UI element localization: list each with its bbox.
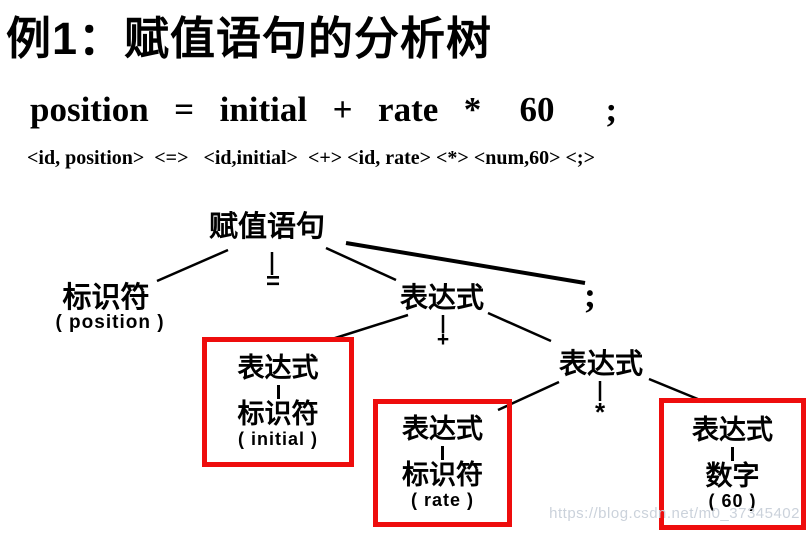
highlight-box-rate: 表达式 标识符 ( rate ) xyxy=(373,399,512,527)
node-equals-operator: = xyxy=(265,268,281,295)
box-rate-expression-label: 表达式 xyxy=(402,414,483,445)
box-initial-identifier-label: 标识符 xyxy=(237,398,319,429)
edge-root-to-semicolon xyxy=(345,241,586,285)
box-number-connector xyxy=(731,446,734,461)
node-expression-mid: 表达式 xyxy=(399,282,485,313)
watermark-url: https://blog.csdn.net/m0_37345402 xyxy=(549,505,800,522)
box-initial-expression-label: 表达式 xyxy=(237,353,319,384)
box-rate-value: ( rate ) xyxy=(410,489,474,510)
node-star-operator: * xyxy=(594,397,606,427)
edge-expr-to-right-expr xyxy=(487,311,552,343)
box-number-value: ( 60 ) xyxy=(708,490,757,511)
node-plus-operator: + xyxy=(436,328,450,351)
node-identifier-label: 标识符 xyxy=(62,282,150,314)
box-rate-identifier-label: 标识符 xyxy=(402,459,483,490)
node-expression-right: 表达式 xyxy=(558,348,644,379)
box-rate-connector xyxy=(441,445,444,460)
highlight-box-number: 表达式 数字 ( 60 ) xyxy=(659,398,806,530)
node-assignment-statement: 赋值语句 xyxy=(208,211,326,243)
edge-root-to-expression xyxy=(325,246,397,282)
edge-root-to-identifier xyxy=(156,248,229,283)
box-number-expression-label: 表达式 xyxy=(692,415,773,446)
slide-title: 例1：赋值语句的分析树 xyxy=(6,13,493,64)
highlight-box-initial: 表达式 标识符 ( initial ) xyxy=(202,337,354,467)
box-initial-value: ( initial ) xyxy=(238,428,318,449)
node-identifier-value: ( position ) xyxy=(55,312,165,333)
box-number-digit-label: 数字 xyxy=(705,460,760,491)
source-statement: position = initial + rate * 60 ; xyxy=(30,90,618,129)
node-semicolon: ; xyxy=(584,275,596,315)
box-initial-connector xyxy=(276,384,280,399)
token-stream: <id, position> <=> <id,initial> <+> <id,… xyxy=(27,147,595,169)
